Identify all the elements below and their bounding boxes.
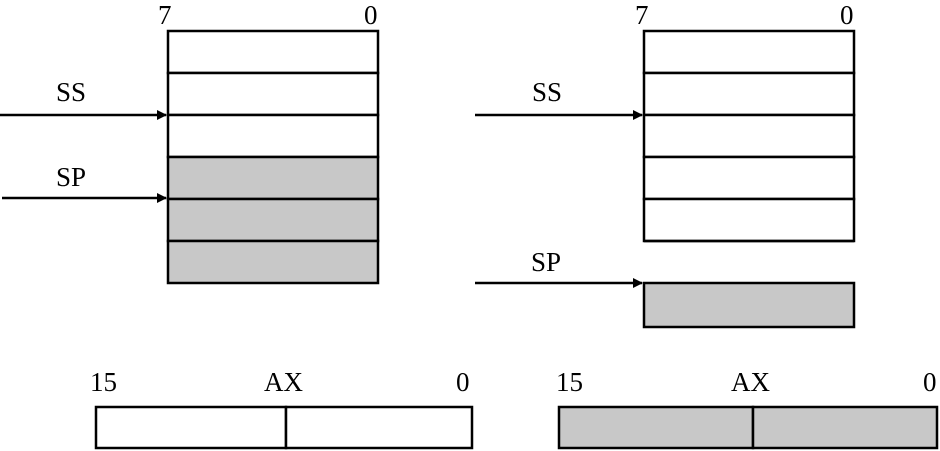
left-sp-label: SP (56, 162, 86, 192)
left-ax-name: AX (264, 367, 303, 397)
right-sp-label: SP (531, 247, 561, 277)
left-stack-bit-high: 7 (158, 0, 172, 30)
left-stack: 7 0 SS SP (0, 0, 380, 285)
left-ax-low-byte (284, 405, 474, 450)
right-stack-bit-low: 0 (840, 0, 854, 30)
right-ax-register: 15 AX 0 (556, 367, 939, 450)
right-ax-bit-high: 15 (556, 367, 583, 397)
right-ax-high-byte (557, 405, 755, 450)
left-stack-cell (166, 71, 380, 117)
left-stack-cell (166, 29, 380, 75)
left-ax-bit-high: 15 (90, 367, 117, 397)
right-stack-cell (642, 197, 856, 243)
right-stack: 7 0 SS SP (475, 0, 856, 329)
left-stack-cell (166, 239, 380, 285)
right-ax-bit-low: 0 (923, 367, 937, 397)
left-stack-bit-low: 0 (364, 0, 378, 30)
right-stack-cell (642, 281, 856, 329)
left-ss-label: SS (56, 77, 86, 107)
right-ax-name: AX (731, 367, 770, 397)
left-stack-cell (166, 197, 380, 243)
right-ax-low-byte (751, 405, 939, 450)
right-stack-cell (642, 29, 856, 75)
right-ss-label: SS (532, 77, 562, 107)
left-ax-register: 15 AX 0 (90, 367, 474, 450)
right-stack-cell (642, 155, 856, 201)
left-stack-cell (166, 113, 380, 159)
left-ax-high-byte (94, 405, 288, 450)
right-stack-cell (642, 71, 856, 117)
right-stack-bit-high: 7 (635, 0, 649, 30)
left-ax-bit-low: 0 (456, 367, 470, 397)
right-stack-cell (642, 113, 856, 159)
left-stack-cell (166, 155, 380, 201)
